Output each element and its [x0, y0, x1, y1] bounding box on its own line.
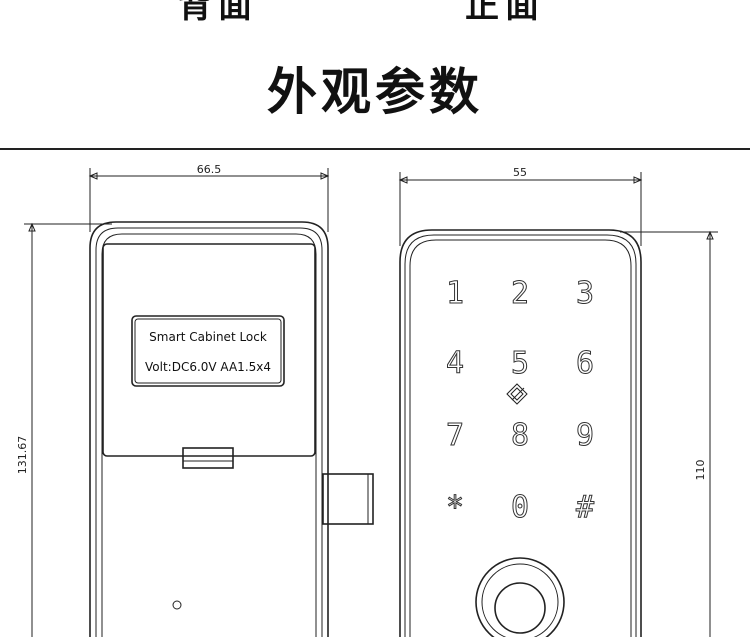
fingerprint-sensor[interactable]	[494, 582, 546, 634]
keypad-key-5[interactable]: 5	[510, 346, 529, 382]
product-label-inner	[134, 318, 282, 384]
keypad-key-star[interactable]: *	[445, 490, 464, 526]
keypad-key-1[interactable]: 1	[445, 276, 464, 312]
keypad-key-8[interactable]: 8	[510, 418, 529, 454]
label-line-2: Volt:DC6.0V AA1.5x4	[145, 360, 271, 374]
brand-logo-outer	[506, 383, 528, 405]
keypad-key-6[interactable]: 6	[575, 346, 594, 382]
back-height-arrow	[28, 222, 36, 232]
cover-latch	[182, 447, 234, 469]
label-line-1: Smart Cabinet Lock	[149, 330, 267, 344]
front-body-inner	[404, 234, 637, 637]
keypad-key-9[interactable]: 9	[575, 418, 594, 454]
back-view-label: 背面	[178, 0, 258, 26]
back-width-dim-text: 66.5	[197, 163, 222, 176]
front-view-drawing: 55 110 1 2 3 4 5 6 7 8 9 * 0 #	[398, 166, 718, 637]
page-title: 外观参数	[267, 63, 483, 121]
back-body-inner-2	[101, 233, 317, 637]
back-body-outline	[89, 221, 329, 637]
front-body-outline	[399, 229, 642, 637]
keypad-key-7[interactable]: 7	[445, 418, 464, 454]
front-height-arrow	[706, 230, 714, 240]
fingerprint-reader-ring	[475, 557, 565, 637]
brand-logo-inner	[510, 387, 524, 401]
keypad-key-hash[interactable]: #	[575, 490, 594, 526]
keypad-key-0[interactable]: 0	[510, 490, 529, 526]
section-divider	[0, 148, 750, 150]
brand-logo	[506, 383, 528, 405]
fingerprint-reader-ring-inner	[481, 563, 559, 637]
front-view-label: 正面	[465, 0, 545, 26]
back-height-dim-text: 131.67	[16, 436, 29, 475]
keypad-key-2[interactable]: 2	[510, 276, 529, 312]
brand-logo-stroke	[511, 387, 525, 401]
keypad-key-3[interactable]: 3	[575, 276, 594, 312]
back-width-arrows	[88, 172, 330, 180]
back-body-inner	[95, 227, 323, 637]
product-label	[131, 315, 285, 387]
lock-bolt	[322, 473, 374, 525]
keypad: 1 2 3 4 5 6 7 8 9 * 0 #	[445, 276, 594, 526]
back-view-drawing: 66.5 131.67 Smart Cabinet Lock Volt:DC6.…	[16, 163, 374, 637]
keypad-key-4[interactable]: 4	[445, 346, 464, 382]
front-height-dim-text: 110	[694, 460, 707, 481]
front-body-inner-2	[409, 239, 632, 637]
screw-hole	[172, 600, 182, 610]
front-width-dim-text: 55	[513, 166, 527, 179]
front-width-arrows	[398, 176, 643, 184]
